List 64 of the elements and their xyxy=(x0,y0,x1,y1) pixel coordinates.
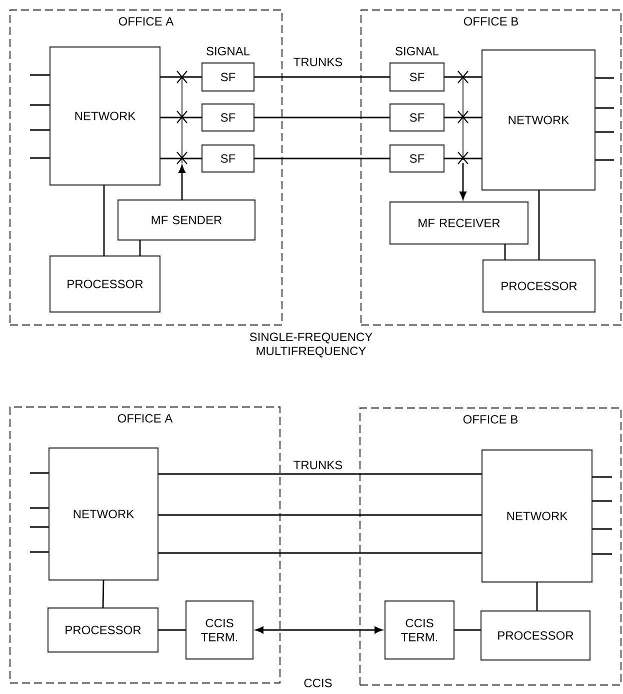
connector-line xyxy=(254,76,390,78)
block-box: NETWORK xyxy=(482,50,596,190)
connector-line xyxy=(592,476,612,478)
connector-line xyxy=(158,552,482,554)
connector-line xyxy=(30,472,49,474)
block-box: CCIS TERM. xyxy=(186,600,254,660)
connector-line xyxy=(139,240,141,256)
block-box: MF SENDER xyxy=(118,200,256,240)
connector-line xyxy=(444,76,482,78)
connector-line xyxy=(30,526,49,528)
block-box: PROCESSOR xyxy=(482,260,596,312)
connector-line xyxy=(160,76,202,78)
block-box: PROCESSOR xyxy=(480,610,590,660)
block-box: MF RECEIVER xyxy=(390,202,528,244)
connector-line xyxy=(595,107,614,109)
block-box: SF xyxy=(390,62,444,92)
connector-line xyxy=(254,116,390,118)
block-box: SF xyxy=(390,144,444,172)
connector-line xyxy=(504,244,506,260)
text-label: TRUNKS xyxy=(294,460,342,470)
connector-line xyxy=(158,473,482,475)
connector-line xyxy=(444,158,482,160)
connector-line xyxy=(30,157,50,159)
connector-line xyxy=(592,500,612,502)
block-box: PROCESSOR xyxy=(48,608,158,652)
block-box: CCIS TERM. xyxy=(384,600,454,660)
block-box: NETWORK xyxy=(482,450,592,582)
connector-line xyxy=(595,131,614,133)
block-box: NETWORK xyxy=(48,448,158,580)
arrow xyxy=(460,163,466,200)
text-label: CCIS xyxy=(304,678,332,688)
connector-line xyxy=(595,159,614,161)
block-box: SF xyxy=(202,144,254,172)
connector-line xyxy=(592,528,612,530)
connector-line xyxy=(254,158,390,160)
text-label: SINGLE-FREQUENCY xyxy=(250,332,372,344)
text-label: SIGNAL xyxy=(396,46,439,56)
block-box: SF xyxy=(390,104,444,132)
text-label: TRUNKS xyxy=(294,58,342,66)
connector-line xyxy=(160,116,202,118)
text-label: MULTIFREQUENCY xyxy=(256,346,366,358)
block-box: SF xyxy=(202,104,254,132)
connector-line xyxy=(444,116,482,118)
connector-line xyxy=(103,185,105,256)
connector-line xyxy=(536,582,538,611)
connector-line xyxy=(158,514,482,516)
connector-line xyxy=(102,580,104,608)
connector-line xyxy=(30,74,50,76)
connector-line xyxy=(538,190,540,260)
connector-line xyxy=(30,551,49,553)
block-box: SF xyxy=(202,62,254,92)
text-label: SIGNAL xyxy=(206,46,250,56)
connector-line xyxy=(158,629,186,631)
arrow xyxy=(178,165,186,200)
connector-line xyxy=(30,507,49,509)
block-box: PROCESSOR xyxy=(50,256,160,312)
connector-line xyxy=(592,553,612,555)
block-box: NETWORK xyxy=(50,46,160,186)
connector-line xyxy=(595,77,614,79)
connector-line xyxy=(160,158,202,160)
connector-line xyxy=(30,104,50,106)
arrow xyxy=(255,626,383,634)
connector-line xyxy=(454,629,481,631)
connector-line xyxy=(30,129,50,131)
